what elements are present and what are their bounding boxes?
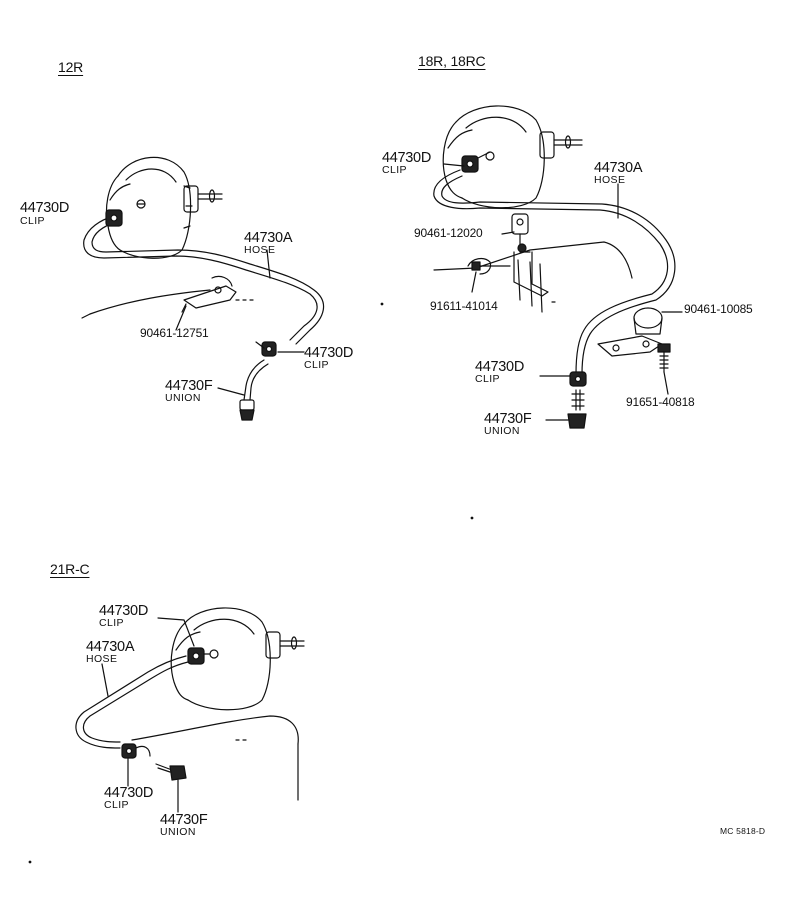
r18-clamp-b-part-number: 90461-10085 <box>684 302 753 316</box>
r12-engine-outline <box>81 289 257 319</box>
r18-union-part-number: 44730F <box>484 411 532 427</box>
r18-clip-bottom-description: CLIP <box>475 373 500 385</box>
r18-section-title: 18R, 18RC <box>418 53 486 69</box>
r21c-hose-description: HOSE <box>86 653 118 665</box>
r21c-clip-bottom-part-number: 44730D <box>104 785 153 801</box>
r18-engine-outline <box>433 241 633 313</box>
r18-bolt-b <box>657 343 671 395</box>
r12-bracket <box>175 275 237 331</box>
r12-bracket-part-number: 90461-12751 <box>140 326 209 340</box>
r18-union-description: UNION <box>484 425 520 437</box>
r18-clip-leader <box>443 163 465 167</box>
r12-clip-bottom-part-number: 44730D <box>304 345 353 361</box>
r12-hose <box>83 215 325 345</box>
r21c-clip-leader <box>157 617 195 647</box>
r18-union <box>545 389 587 429</box>
r21c-engine-outline <box>131 715 299 801</box>
r12-union-part-number: 44730F <box>165 378 213 394</box>
r21c-clip-top-part-number: 44730D <box>99 603 148 619</box>
r12-hose-description: HOSE <box>244 244 276 256</box>
r12-clip-bottom <box>255 341 305 357</box>
r21c-union <box>155 763 187 813</box>
r18-clip-bottom-part-number: 44730D <box>475 359 524 375</box>
r12-clip-top <box>105 209 123 227</box>
r21c-clip-bottom <box>121 743 151 787</box>
r21c-brake-booster <box>170 607 305 711</box>
r21c-clip-bottom-description: CLIP <box>104 799 129 811</box>
r18-bolt-a <box>467 257 511 293</box>
r21c-hose-part-number: 44730A <box>86 639 135 655</box>
r12-union-description: UNION <box>165 392 201 404</box>
r18-hose-part-number: 44730A <box>594 160 643 176</box>
r21c-union-description: UNION <box>160 826 196 838</box>
r12-hose-leader <box>266 249 271 279</box>
r21c-section-title: 21R-C <box>50 561 90 577</box>
r21c-union-part-number: 44730F <box>160 812 208 828</box>
r18-bolt-a-part-number: 91611-41014 <box>430 299 498 313</box>
r18-clip-top-description: CLIP <box>382 164 407 176</box>
r18-hose <box>433 169 676 375</box>
r21c-clip-top-description: CLIP <box>99 617 124 629</box>
r12-brake-booster <box>105 156 223 259</box>
r18-bolt-b-part-number: 91651-40818 <box>626 395 695 409</box>
r12-clip-bottom-description: CLIP <box>304 359 329 371</box>
r18-clip-top <box>461 151 495 173</box>
r12-union <box>217 359 269 421</box>
r18-clip-top-part-number: 44730D <box>382 150 431 166</box>
r18-bracket-b <box>597 335 663 357</box>
r18-clip-bottom <box>539 371 587 387</box>
r21c-hose-leader <box>101 663 109 697</box>
r12-section-title: 12R <box>58 59 84 75</box>
r21c-hose <box>75 655 189 749</box>
r12-clip-top-description: CLIP <box>20 215 45 227</box>
r12-clip-top-part-number: 44730D <box>20 200 69 216</box>
r12-hose-part-number: 44730A <box>244 230 293 246</box>
r18-clamp-a-part-number: 90461-12020 <box>414 226 483 240</box>
r21c-clip-top <box>187 647 219 665</box>
r18-hose-description: HOSE <box>594 174 626 186</box>
r18-clamp-b <box>633 307 683 335</box>
drawing-code: MC 5818-D <box>720 826 766 836</box>
r18-clamp-a <box>501 213 549 297</box>
